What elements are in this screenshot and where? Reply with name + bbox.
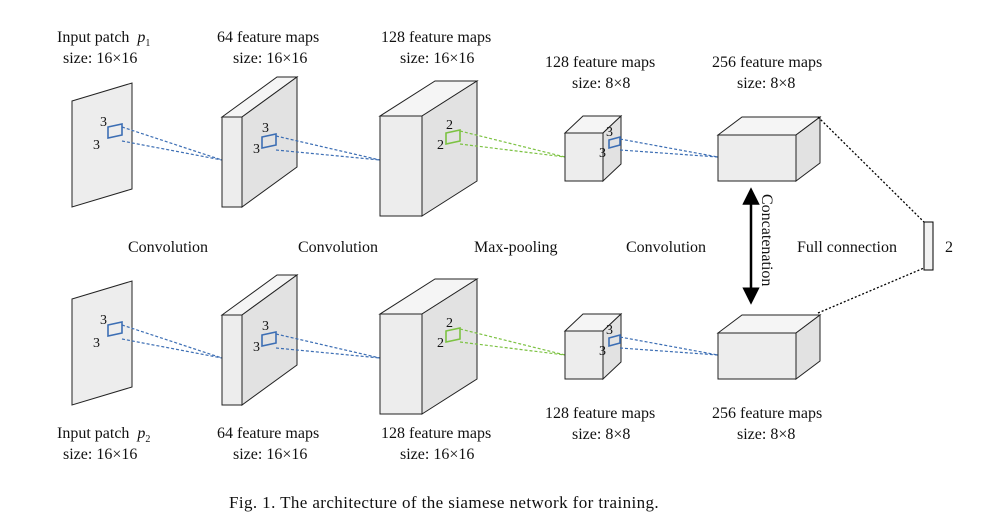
bottom-kernel-3-height: 2	[446, 316, 453, 331]
top-kernel-3-height: 2	[446, 118, 453, 133]
bottom-kernel-4-height: 3	[606, 323, 613, 338]
top-kernel-1-width: 3	[93, 138, 100, 153]
fc-line-top	[817, 116, 925, 223]
bottom-kernel-4	[608, 333, 621, 348]
top-conv1-label: 64 feature maps	[217, 29, 319, 46]
top-input-label: Input patch p1	[57, 29, 150, 49]
op-convolution-1: Convolution	[128, 239, 208, 256]
fc-line-bottom	[817, 267, 925, 314]
bottom-kernel-3	[445, 327, 461, 343]
top-kernel-4-height: 3	[606, 125, 613, 140]
bottom-proj-3-b	[459, 341, 566, 356]
top-kernel-2-width: 3	[253, 142, 260, 157]
op-max-pooling: Max-pooling	[474, 239, 558, 256]
top-pool-label: 128 feature maps	[545, 54, 655, 71]
bottom-kernel-1	[107, 321, 123, 337]
bottom-input-label: Input patch p2	[57, 425, 150, 445]
bottom-conv3-label: 256 feature maps	[712, 405, 822, 422]
top-conv1-size: size: 16×16	[233, 50, 307, 67]
top-conv3-label: 256 feature maps	[712, 54, 822, 71]
top-input-plane	[71, 82, 133, 208]
bottom-conv1-block-front	[221, 314, 243, 406]
bottom-proj-2-b	[275, 347, 381, 359]
bottom-conv3-size: size: 8×8	[737, 426, 795, 443]
bottom-conv2-block-front	[379, 313, 423, 415]
bottom-branch-labels: Input patch p2 size: 16×16 64 feature ma…	[57, 405, 822, 463]
top-pool-size: size: 8×8	[572, 75, 630, 92]
bottom-kernel-4-width: 3	[599, 344, 606, 359]
bottom-kernel-2-width: 3	[253, 340, 260, 355]
top-kernel-4	[608, 135, 621, 150]
op-full-connection: Full connection	[797, 239, 897, 256]
top-proj-1-b	[121, 140, 223, 161]
bottom-kernel-1-height: 3	[100, 313, 107, 328]
top-conv2-size: size: 16×16	[400, 50, 474, 67]
bottom-conv1-label: 64 feature maps	[217, 425, 319, 442]
bottom-kernel-3-width: 2	[437, 336, 444, 351]
bottom-proj-1-b	[121, 338, 223, 359]
bottom-pool-size: size: 8×8	[572, 426, 630, 443]
top-pool-block-front	[564, 132, 604, 182]
bottom-proj-3-a	[459, 328, 566, 356]
bottom-input-size: size: 16×16	[63, 446, 137, 463]
top-branch-labels: Input patch p1 size: 16×16 64 feature ma…	[57, 29, 822, 92]
operation-labels: Convolution Convolution Max-pooling Conv…	[128, 239, 897, 256]
bottom-pool-label: 128 feature maps	[545, 405, 655, 422]
top-kernel-4-width: 3	[599, 146, 606, 161]
top-proj-3-b	[459, 143, 566, 158]
top-kernel-2	[261, 133, 277, 149]
top-proj-4-a	[619, 138, 719, 158]
top-conv3-size: size: 8×8	[737, 75, 795, 92]
bottom-conv2-label: 128 feature maps	[381, 425, 491, 442]
bottom-kernel-1-width: 3	[93, 336, 100, 351]
top-proj-2-b	[275, 149, 381, 161]
top-conv2-block-front	[379, 115, 423, 217]
top-proj-2-a	[275, 135, 381, 161]
op-convolution-3: Convolution	[626, 239, 706, 256]
bottom-proj-1-a	[121, 324, 223, 359]
output-vector	[923, 221, 934, 271]
bottom-input-plane	[71, 280, 133, 406]
top-kernel-1	[107, 123, 123, 139]
top-proj-4-b	[619, 149, 719, 158]
bottom-conv2-size: size: 16×16	[400, 446, 474, 463]
figure-caption: Fig. 1. The architecture of the siamese …	[229, 493, 659, 512]
top-proj-3-a	[459, 130, 566, 158]
top-conv2-label: 128 feature maps	[381, 29, 491, 46]
top-input-size: size: 16×16	[63, 50, 137, 67]
op-convolution-2: Convolution	[298, 239, 378, 256]
bottom-conv1-size: size: 16×16	[233, 446, 307, 463]
bottom-proj-4-b	[619, 347, 719, 356]
top-kernel-1-height: 3	[100, 115, 107, 130]
bottom-kernel-2	[261, 331, 277, 347]
top-kernel-2-height: 3	[262, 121, 269, 136]
concatenation-label: Concatenation	[758, 194, 775, 286]
top-conv1-block-front	[221, 116, 243, 208]
bottom-conv3-block-front	[717, 332, 797, 380]
bottom-pool-block-front	[564, 330, 604, 380]
top-conv3-block-front	[717, 134, 797, 182]
top-proj-1-a	[121, 126, 223, 161]
output-size-label: 2	[945, 239, 953, 256]
top-kernel-3-width: 2	[437, 138, 444, 153]
bottom-proj-2-a	[275, 333, 381, 359]
bottom-kernel-2-height: 3	[262, 319, 269, 334]
top-kernel-3	[445, 129, 461, 145]
bottom-proj-4-a	[619, 336, 719, 356]
